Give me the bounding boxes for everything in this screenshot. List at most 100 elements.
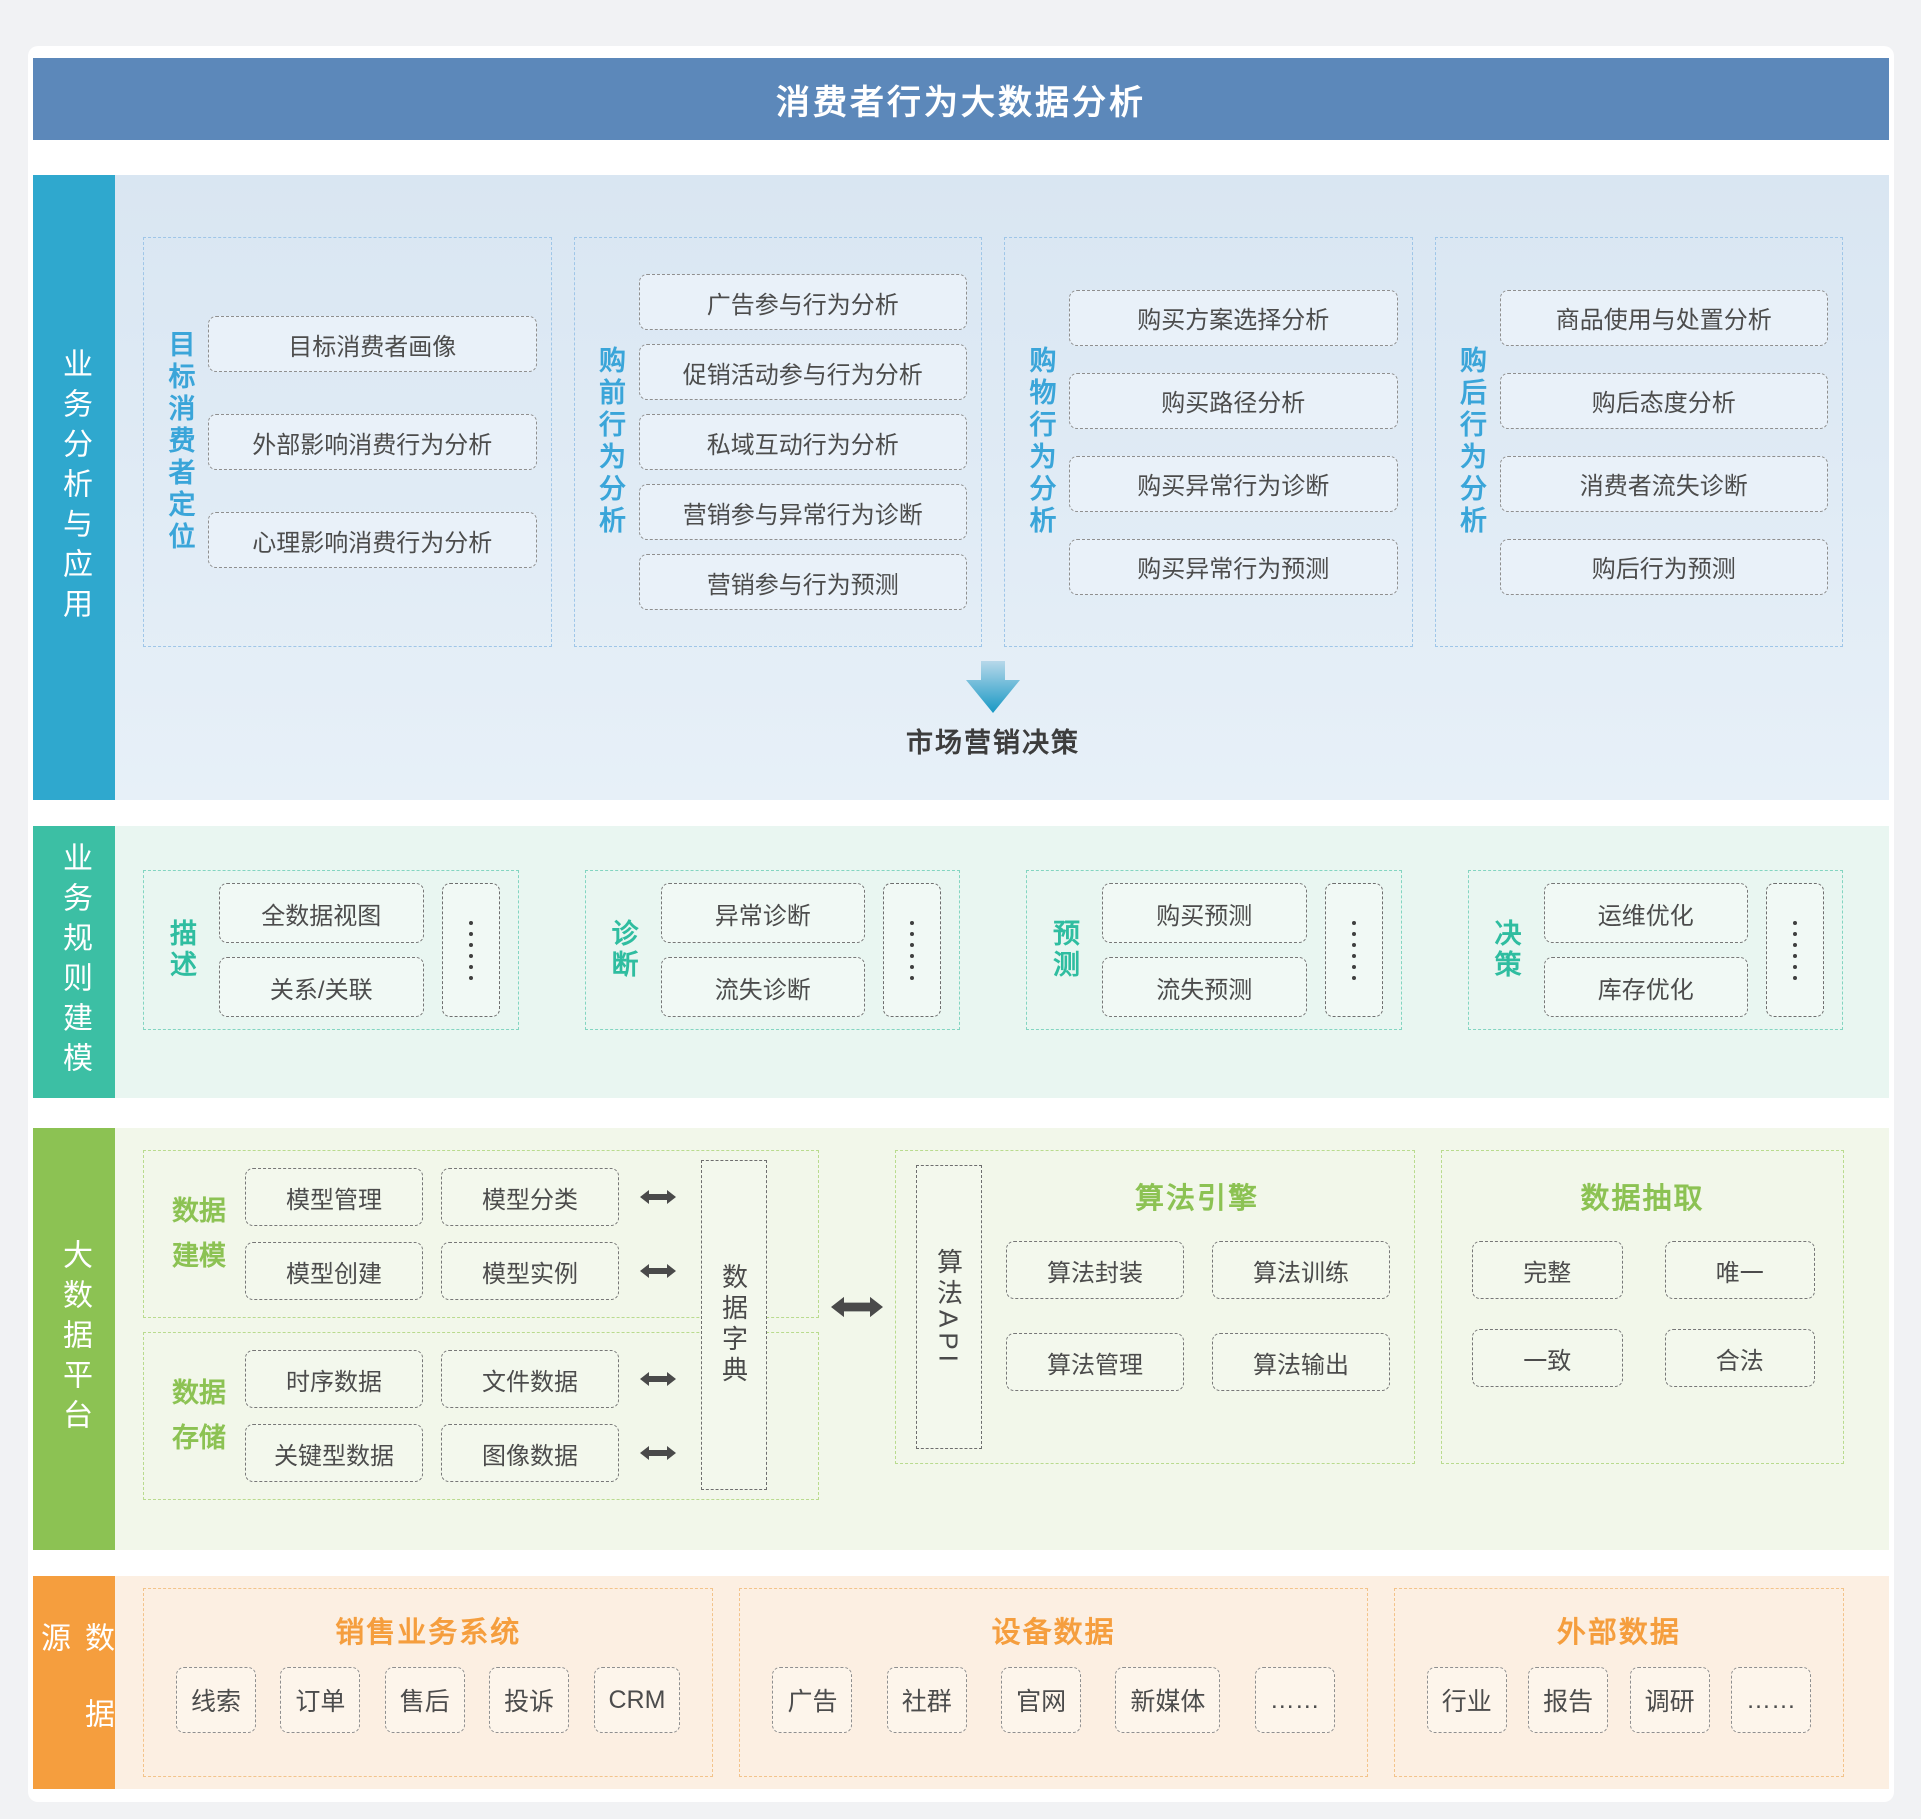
platform-box: 关键型数据 xyxy=(245,1424,423,1482)
algorithm-api-box: 算法API xyxy=(916,1165,982,1449)
platform-box: 模型分类 xyxy=(441,1168,619,1226)
section-business-analysis-content: 目标消费者定位 目标消费者画像 外部影响消费行为分析 心理影响消费行为分析 购前… xyxy=(115,175,1889,800)
analysis-box: 营销参与行为预测 xyxy=(638,554,967,610)
group-header: 数据抽取 xyxy=(1580,1183,1705,1215)
analysis-box: 消费者流失诊断 xyxy=(1499,455,1828,512)
analysis-box: 购买方案选择分析 xyxy=(1069,289,1398,346)
rule-group-describe: 描述 全数据视图 关系/关联 xyxy=(143,870,519,1030)
section-label-bar-business-analysis: 业务分析与应用 xyxy=(33,175,115,800)
rule-box: 流失诊断 xyxy=(660,957,865,1017)
rule-group-label: 预测 xyxy=(1049,919,1079,981)
group-algorithm-engine: 算法API 算法引擎 算法封装 算法训练 算法管理 算法输出 xyxy=(895,1150,1415,1464)
platform-box: 文件数据 xyxy=(441,1350,619,1408)
rule-box: 全数据视图 xyxy=(219,883,424,943)
column-label: 购物行为分析 xyxy=(1025,346,1056,538)
platform-box: 模型创建 xyxy=(245,1242,423,1300)
platform-box: 唯一 xyxy=(1664,1241,1815,1299)
source-box: 订单 xyxy=(280,1667,361,1733)
source-box: CRM xyxy=(593,1667,681,1733)
column-label: 目标消费者定位 xyxy=(164,330,195,554)
rule-box: 异常诊断 xyxy=(660,883,865,943)
column-label: 购前行为分析 xyxy=(595,346,625,538)
group-header: 外部数据 xyxy=(1556,1617,1681,1649)
analysis-box: 促销活动参与行为分析 xyxy=(638,344,967,400)
platform-box: 完整 xyxy=(1472,1241,1623,1299)
section-label: 大数据平台 xyxy=(58,1239,91,1439)
platform-box: 算法封装 xyxy=(1006,1241,1184,1299)
rule-box: 关系/关联 xyxy=(219,957,424,1017)
section-label: 业务规则建模 xyxy=(58,842,91,1082)
rule-box: 购买预测 xyxy=(1102,883,1307,943)
section-business-analysis: 业务分析与应用 目标消费者定位 目标消费者画像 外部影响消费行为分析 心理影响消… xyxy=(33,175,1889,800)
ellipsis-more-box xyxy=(441,883,500,1017)
source-box: 调研 xyxy=(1629,1667,1710,1733)
analysis-box: 心理影响消费行为分析 xyxy=(208,512,537,568)
section-label-bar-rules-modeling: 业务规则建模 xyxy=(33,826,115,1098)
analysis-box: 外部影响消费行为分析 xyxy=(208,414,537,470)
diagram-title: 消费者行为大数据分析 xyxy=(776,83,1146,122)
analysis-box: 广告参与行为分析 xyxy=(638,274,967,330)
group-label: 数据存储 xyxy=(172,1378,226,1453)
analysis-box: 私域互动行为分析 xyxy=(638,414,967,470)
source-box: 社群 xyxy=(886,1667,967,1733)
source-box: 投诉 xyxy=(489,1667,570,1733)
double-arrow-icon xyxy=(831,1296,883,1318)
analysis-box: 购后行为预测 xyxy=(1499,538,1828,595)
rule-box: 库存优化 xyxy=(1543,957,1748,1017)
platform-box: 算法训练 xyxy=(1212,1241,1390,1299)
platform-box: 时序数据 xyxy=(245,1350,423,1408)
double-arrow-icon xyxy=(640,1446,676,1460)
group-label: 数据建模 xyxy=(172,1196,226,1271)
source-box: 线索 xyxy=(176,1667,257,1733)
source-box: 官网 xyxy=(1001,1667,1082,1733)
rule-group-predict: 预测 购买预测 流失预测 xyxy=(1026,870,1402,1030)
rule-group-decide: 决策 运维优化 库存优化 xyxy=(1467,870,1843,1030)
rule-box: 流失预测 xyxy=(1102,957,1307,1017)
analysis-box: 购买异常行为诊断 xyxy=(1069,455,1398,512)
source-box-ellipsis: …… xyxy=(1254,1667,1335,1733)
ellipsis-more-box xyxy=(1766,883,1824,1017)
analysis-box: 购买异常行为预测 xyxy=(1069,538,1398,595)
group-external-data: 外部数据 行业 报告 调研 …… xyxy=(1393,1588,1844,1777)
source-box: 售后 xyxy=(384,1667,465,1733)
section-label: 数据源 xyxy=(36,1622,113,1774)
rule-group-label: 决策 xyxy=(1490,919,1521,981)
group-header: 销售业务系统 xyxy=(335,1617,522,1649)
data-modeling-storage-block: 数据建模 模型管理 模型分类 模型创建 模型实例 数据存储 时序数据 文件数据 … xyxy=(143,1150,819,1500)
analysis-box: 商品使用与处置分析 xyxy=(1499,289,1828,346)
rule-box: 运维优化 xyxy=(1543,883,1748,943)
double-arrow-icon xyxy=(640,1264,676,1278)
platform-box: 合法 xyxy=(1664,1329,1815,1387)
ellipsis-more-box xyxy=(883,883,941,1017)
column-post-purchase-behavior: 购后行为分析 商品使用与处置分析 购后态度分析 消费者流失诊断 购后行为预测 xyxy=(1434,237,1843,647)
group-data-modeling: 数据建模 模型管理 模型分类 模型创建 模型实例 xyxy=(143,1150,819,1318)
section-rules-modeling-content: 描述 全数据视图 关系/关联 诊断 异常诊断 流失诊断 预测 xyxy=(115,826,1889,1098)
platform-box: 一致 xyxy=(1472,1329,1623,1387)
section-label: 业务分析与应用 xyxy=(58,347,91,628)
group-sales-business-systems: 销售业务系统 线索 订单 售后 投诉 CRM xyxy=(143,1588,714,1777)
source-box: 报告 xyxy=(1528,1667,1609,1733)
algorithm-api-label: 算法API xyxy=(933,1247,964,1367)
source-box: 广告 xyxy=(772,1667,853,1733)
column-pre-purchase-behavior: 购前行为分析 广告参与行为分析 促销活动参与行为分析 私域互动行为分析 营销参与… xyxy=(573,237,982,647)
data-dictionary-label: 数据字典 xyxy=(718,1263,749,1387)
rule-group-label: 描述 xyxy=(166,919,196,981)
diagram-header: 消费者行为大数据分析 xyxy=(33,58,1889,140)
platform-box: 图像数据 xyxy=(441,1424,619,1482)
data-dictionary-box: 数据字典 xyxy=(701,1160,767,1490)
section-label-bar-data-sources: 数据源 xyxy=(33,1576,115,1789)
group-header: 设备数据 xyxy=(991,1617,1116,1649)
group-device-data: 设备数据 广告 社群 官网 新媒体 …… xyxy=(739,1588,1368,1777)
marketing-decision-label: 市场营销决策 xyxy=(906,728,1080,758)
section-bigdata-platform-content: 数据建模 模型管理 模型分类 模型创建 模型实例 数据存储 时序数据 文件数据 … xyxy=(115,1128,1889,1550)
platform-box: 算法管理 xyxy=(1006,1333,1184,1391)
source-box: 新媒体 xyxy=(1115,1667,1221,1733)
down-arrow-icon xyxy=(966,661,1020,713)
analysis-box: 营销参与异常行为诊断 xyxy=(638,484,967,540)
column-target-consumer-positioning: 目标消费者定位 目标消费者画像 外部影响消费行为分析 心理影响消费行为分析 xyxy=(143,237,552,647)
section-label-bar-bigdata-platform: 大数据平台 xyxy=(33,1128,115,1550)
group-header: 算法引擎 xyxy=(1134,1183,1259,1215)
rule-group-label: 诊断 xyxy=(607,919,638,981)
group-data-storage: 数据存储 时序数据 文件数据 关键型数据 图像数据 xyxy=(143,1332,819,1500)
section-data-sources: 数据源 销售业务系统 线索 订单 售后 投诉 CRM 设备数据 广告 社群 官网… xyxy=(33,1576,1889,1789)
